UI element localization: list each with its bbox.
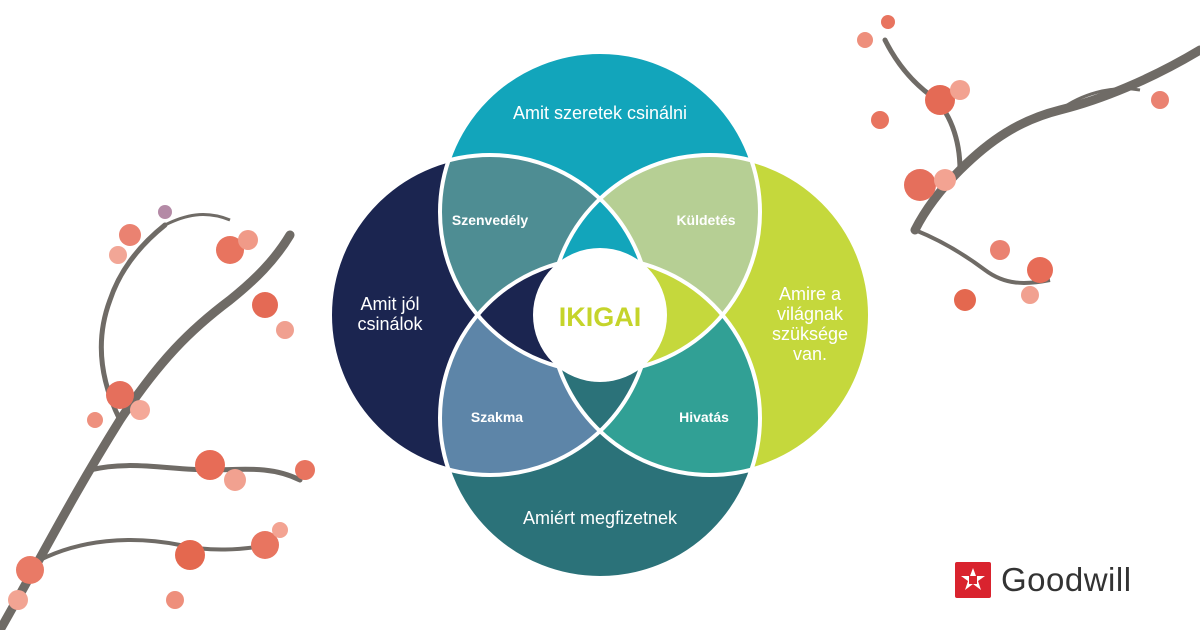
blossom-branch-left xyxy=(0,205,315,630)
label-bottom: Amiért megfizetnek xyxy=(523,508,678,528)
label-passion: Szenvedély xyxy=(452,212,528,228)
blossom-branch-right xyxy=(857,15,1200,311)
center-label: IKIGAI xyxy=(559,302,642,332)
label-right-2: világnak xyxy=(777,304,844,324)
center-circle xyxy=(533,248,667,382)
goodwill-logo: Goodwill xyxy=(955,560,1132,600)
label-right-4: van. xyxy=(793,344,827,364)
brand-name: Goodwill xyxy=(1001,561,1132,598)
label-left-2: csinálok xyxy=(357,314,423,334)
label-right-1: Amire a xyxy=(779,284,842,304)
overlap-right-tb xyxy=(550,258,760,372)
overlap-top-lr xyxy=(550,155,650,372)
label-profession: Szakma xyxy=(471,409,523,425)
label-left-1: Amit jól xyxy=(360,294,419,314)
overlap-left-tb xyxy=(440,258,650,372)
label-top: Amit szeretek csinálni xyxy=(513,103,687,123)
label-vocation: Hivatás xyxy=(679,409,729,425)
overlap-bottom-lr xyxy=(550,258,650,475)
goodwill-cross-icon xyxy=(955,562,991,598)
label-right-3: szüksége xyxy=(772,324,848,344)
label-mission: Küldetés xyxy=(676,212,735,228)
